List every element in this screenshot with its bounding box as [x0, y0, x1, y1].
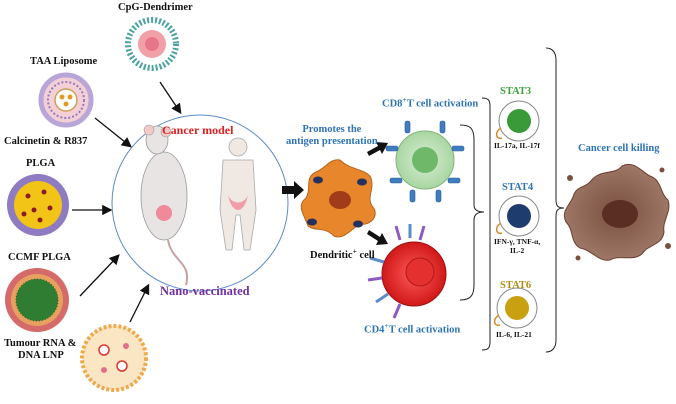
- cancer-model-circle: [111, 114, 289, 292]
- ccmf-plga-icon: [5, 268, 69, 332]
- dc-to-tcell-arrows: [367, 142, 388, 245]
- stat4-cell-icon: [495, 195, 540, 237]
- stat6-cytokines: IL-6, IL-21: [496, 330, 532, 339]
- plga-label: PLGA: [26, 158, 56, 169]
- cancer-cell-killing-label: Cancer cell killing: [578, 143, 660, 154]
- dendritic-word: Dendritic: [310, 249, 353, 261]
- stat-bracket: [481, 47, 565, 353]
- stat6-label: STAT6: [500, 280, 532, 291]
- taa-liposome-label: TAA Liposome: [30, 56, 98, 67]
- promotes-line1: Promotes the: [302, 124, 362, 135]
- cd8-activation-label: CD8+T cell activation: [382, 95, 479, 111]
- human-icon: [219, 137, 257, 251]
- cd8-text: CD8: [382, 98, 403, 110]
- nano-vaccinated-label: Nano-vaccinated: [160, 284, 250, 298]
- plga-icon: [7, 174, 69, 236]
- cd8-sup: +: [402, 95, 407, 104]
- cpg-dendrimer-icon: [125, 17, 179, 71]
- stat3-cell-icon: [495, 100, 540, 142]
- cancer-model-label: Cancer model: [162, 123, 234, 137]
- tcell-bracket: [459, 124, 485, 301]
- tumour-rna-label: Tumour RNA & DNA LNP: [4, 338, 76, 362]
- cpg-dendrimer-label: CpG-Dendrimer: [118, 2, 193, 13]
- cd4-rest-text: T cell activation: [388, 324, 461, 336]
- lnp-icon: [80, 324, 148, 392]
- calcinetin-label: Calcinetin & R837: [4, 136, 88, 147]
- cd4-text: CD4: [364, 324, 385, 336]
- stat6-cell-icon: [493, 287, 538, 329]
- arrow-to-dc: [282, 181, 304, 199]
- cd4-activation-label: CD4+T cell activation: [364, 321, 461, 337]
- mouse-icon: [140, 124, 189, 286]
- cd8-tcell-icon: [385, 120, 465, 203]
- input-arrows: [72, 81, 182, 323]
- tumour-rna-line2: DNA LNP: [18, 350, 64, 362]
- stat4-cytokines-line1: IFN-γ, TNF-α,: [494, 237, 541, 246]
- stat3-label: STAT3: [500, 86, 532, 97]
- cd8-rest-text: T cell activation: [406, 98, 479, 110]
- dendritic-sup: +: [352, 246, 357, 255]
- dendritic-cell-icon: [300, 159, 376, 238]
- dendritic-cell-text: Dendritic+ cell: [310, 246, 375, 261]
- stat4-label: STAT4: [502, 182, 534, 193]
- cell-word: cell: [356, 249, 375, 261]
- taa-liposome-icon: [38, 72, 94, 128]
- dendritic-cell-label: Dendritic+ cell: [310, 246, 375, 262]
- promotes-antigen-label: Promotes the antigen presentation: [286, 124, 378, 148]
- tumor-cell-icon: [563, 163, 671, 261]
- stat4-cytokines: IFN-γ, TNF-α, IL-2: [494, 237, 541, 255]
- ccmf-plga-label: CCMF PLGA: [8, 252, 71, 263]
- tumour-rna-line1: Tumour RNA &: [4, 338, 77, 349]
- stat4-cytokines-line2: IL-2: [510, 245, 525, 255]
- promotes-line2: antigen presentation: [286, 136, 378, 148]
- cd4-tcell-icon: [367, 224, 447, 319]
- stat3-cytokines: IL-17a, IL-17f: [494, 141, 540, 150]
- cd4-sup: +: [384, 321, 389, 330]
